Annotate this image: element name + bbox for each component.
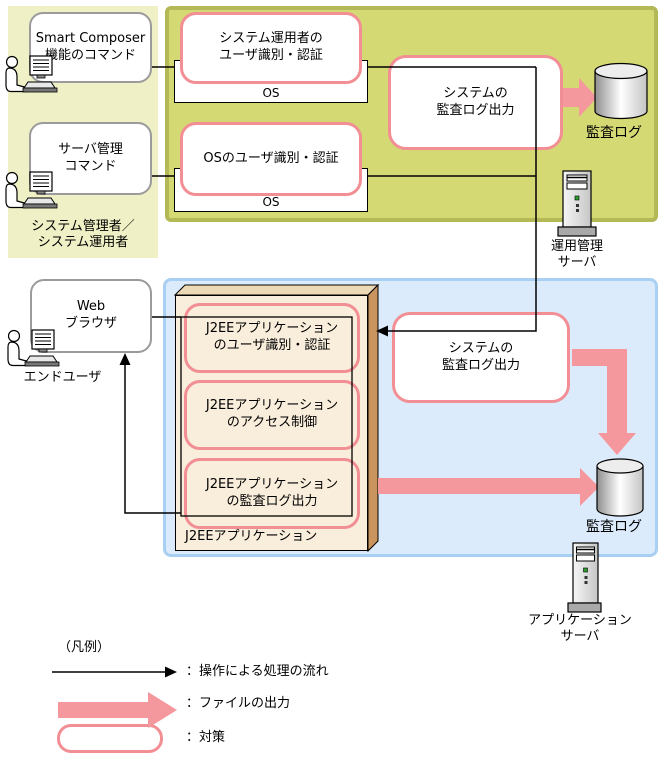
legend-flow-label: ：操作による処理の流れ [186, 664, 329, 679]
server-management-command-box: サーバ管理 コマンド [29, 122, 152, 195]
system-audit-output-box-top: システムの 監査ログ出力 [388, 55, 563, 150]
smart-composer-line2: 機能のコマンド [44, 47, 136, 63]
measure-j2ee-auth-box: J2EEアプリケーション のユーザ識別・認証 [184, 303, 360, 373]
measure-os-auth-box: OSのユーザ識別・認証 [180, 122, 362, 196]
legend-file-label: ：ファイルの出力 [186, 696, 291, 711]
system-audit-output-box-middle: システムの 監査ログ出力 [392, 312, 570, 403]
smart-composer-line1: Smart Composer [35, 30, 146, 46]
ops-server-label: 運用管理 サーバ [550, 239, 603, 271]
legend-title: （凡例） [58, 640, 111, 655]
measure-operator-auth-box: システム運用者の ユーザ識別・認証 [180, 12, 362, 84]
audit-log-label-middle: 監査ログ [586, 519, 642, 535]
os-label-1: OS [262, 86, 280, 100]
app-server-label: アプリケーション サーバ [528, 613, 632, 645]
audit-log-label-top: 監査ログ [586, 125, 642, 141]
os-label-2: OS [262, 195, 280, 209]
measure-j2ee-access-box: J2EEアプリケーション のアクセス制御 [184, 380, 360, 450]
legend-measure-shape [57, 724, 163, 753]
legend-file-arrow [58, 692, 177, 728]
web-browser-box: Web ブラウザ [30, 279, 152, 353]
legend-measure-label: ：対策 [186, 730, 226, 745]
system-admin-label: システム管理者／ システム運用者 [31, 219, 135, 251]
smart-composer-command-box: Smart Composer 機能のコマンド [29, 12, 152, 83]
legend-flow-arrowhead [165, 666, 177, 678]
server-mgmt-line2: コマンド [64, 158, 117, 174]
measure-j2ee-audit-box: J2EEアプリケーション の監査ログ出力 [184, 458, 360, 529]
server-mgmt-line1: サーバ管理 [58, 141, 123, 157]
j2ee-application-label: J2EEアプリケーション [185, 529, 318, 544]
flow-arrowhead-to-browser [119, 353, 131, 365]
end-user-label: エンドユーザ [23, 370, 102, 385]
